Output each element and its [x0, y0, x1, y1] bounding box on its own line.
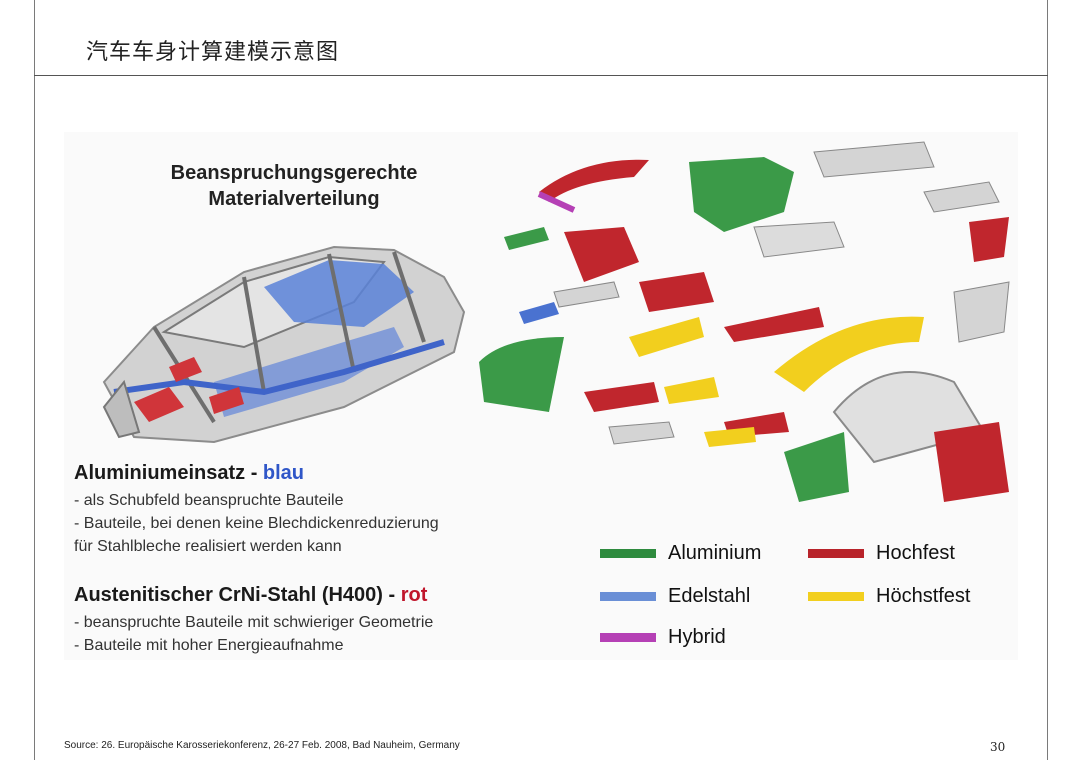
aluminium-bullet-3: für Stahlbleche realisiert werden kann [74, 538, 342, 555]
aluminium-bullet-1: - als Schubfeld beanspruchte Bauteile [74, 492, 344, 509]
legend-label-hybrid: Hybrid [668, 626, 726, 648]
legend-label-aluminium: Aluminium [668, 542, 762, 564]
legend-swatch-aluminium [600, 549, 656, 558]
aluminium-bullet-2: - Bauteile, bei denen keine Blechdickenr… [74, 515, 439, 532]
legend-item-hochfest: Hochfest [808, 542, 955, 565]
steel-bullet-2: - Bauteile mit hoher Energieaufnahme [74, 637, 344, 654]
car-body-illustration [102, 245, 466, 444]
legend-swatch-edelstahl [600, 592, 656, 601]
legend-label-edelstahl: Edelstahl [668, 585, 751, 607]
source-citation: Source: 26. Europäische Karosseriekonfer… [64, 740, 460, 751]
steel-section-title: Austenitischer CrNi-Stahl (H400) - rot [74, 584, 427, 607]
exploded-parts-illustration [479, 141, 1010, 502]
page-number: 30 [990, 740, 1006, 754]
aluminium-title-text: Aluminiumeinsatz - [74, 462, 263, 484]
title-divider [34, 75, 1048, 76]
legend-swatch-hochfest [808, 549, 864, 558]
legend-item-edelstahl: Edelstahl [600, 585, 750, 608]
steel-title-highlight: rot [400, 584, 428, 606]
slide-title: 汽车车身计算建模示意图 [86, 40, 340, 65]
figure-heading-line1: Beanspruchungsgerechte [170, 162, 418, 184]
legend-item-aluminium: Aluminium [600, 542, 761, 565]
legend-swatch-hybrid [600, 633, 656, 642]
steel-title-text: Austenitischer CrNi-Stahl (H400) - [74, 584, 401, 606]
legend-label-hochfest: Hochfest [876, 542, 955, 564]
steel-bullet-1: - beanspruchte Bauteile mit schwieriger … [74, 614, 434, 631]
slide-frame [34, 0, 1048, 760]
legend-swatch-hoechstfest [808, 592, 864, 601]
aluminium-section-title: Aluminiumeinsatz - blau [74, 462, 304, 485]
legend-item-hoechstfest: Höchstfest [808, 585, 970, 608]
legend-item-hybrid: Hybrid [600, 626, 726, 649]
material-distribution-figure: Beanspruchungsgerechte Materialverteilun… [64, 132, 1018, 660]
aluminium-title-highlight: blau [262, 462, 305, 484]
legend-label-hoechstfest: Höchstfest [876, 585, 971, 607]
figure-heading-line2: Materialverteilung [208, 188, 380, 210]
figure-heading: Beanspruchungsgerechte Materialverteilun… [64, 160, 524, 212]
